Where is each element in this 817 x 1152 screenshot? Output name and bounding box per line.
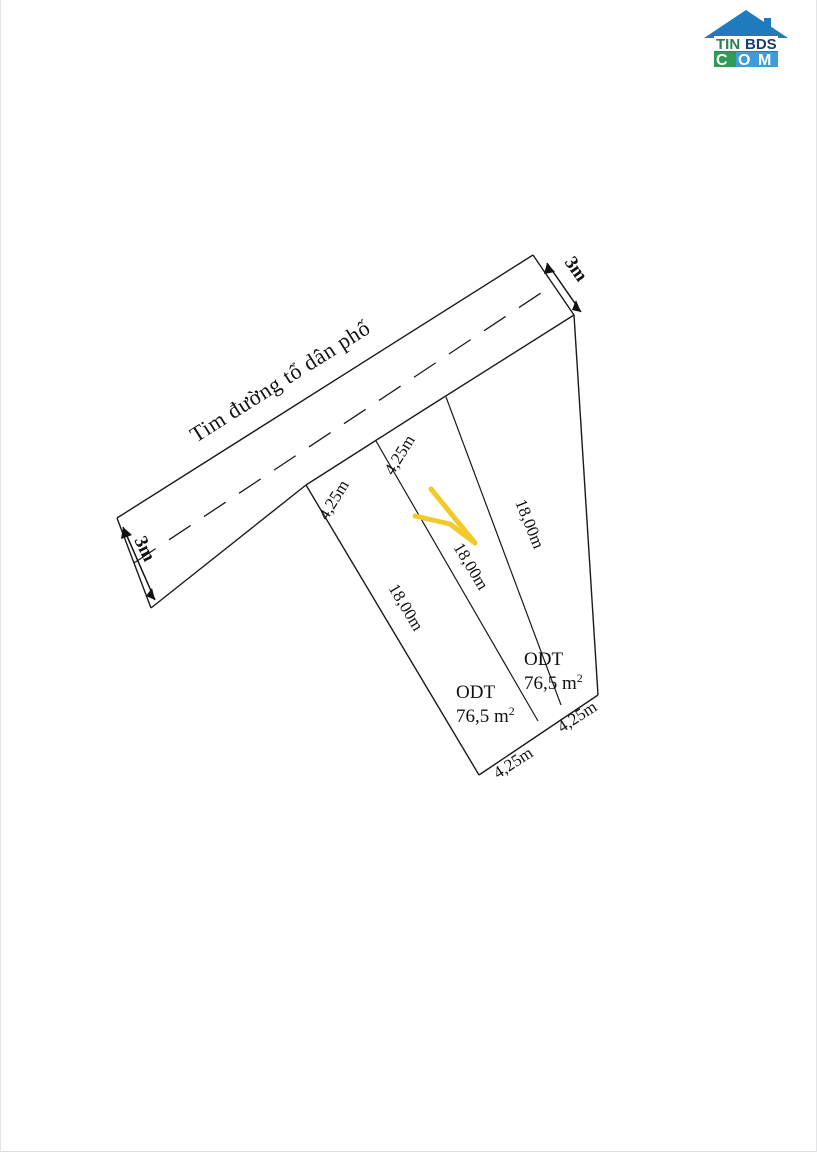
logo-text-bds: BDS (745, 36, 777, 53)
dimension-label-top-left: 4,25m (314, 477, 353, 524)
plot-block (305, 314, 599, 776)
logo-text-c: C (716, 52, 728, 69)
plot-left-area-sup: 2 (509, 704, 515, 718)
tinbds-com-logo[interactable]: TIN BDS C O M (700, 8, 792, 72)
plot-right-area-sup: 2 (577, 671, 583, 685)
middle-depth-text: 18,00m (450, 539, 493, 593)
plot-right-labels: ODT 76,5 m2 (524, 649, 583, 694)
dimension-label-middle-depth: 18,00m (450, 539, 493, 593)
plot-divider-2 (445, 396, 562, 706)
plot-left-labels: ODT 76,5 m2 (456, 682, 515, 727)
plot-right-land-type: ODT (524, 649, 563, 670)
logo-text-m: M (758, 52, 771, 69)
road-width-right-label: 3m (560, 253, 592, 286)
dimension-label-top-right: 4,25m (380, 432, 419, 479)
dimension-label-left-depth: 18,00m (385, 580, 428, 634)
plot-right-area-value: 76,5 m (524, 673, 577, 694)
road-width-left-dimension: 3m (121, 526, 160, 601)
dimension-label-bottom-left: 4,25m (490, 743, 536, 782)
logo-text-tin: TIN (716, 36, 740, 53)
top-left-width-text: 4,25m (314, 477, 353, 524)
yellow-highlight-marker (412, 486, 478, 546)
plot-left-area-value: 76,5 m (456, 706, 509, 727)
top-right-width-text: 4,25m (380, 432, 419, 479)
bottom-left-width-text: 4,25m (490, 743, 536, 782)
plot-left-area: 76,5 m2 (456, 704, 515, 727)
right-depth-text: 18,00m (511, 496, 548, 551)
dimension-label-right-depth: 18,00m (511, 496, 548, 551)
plot-left-land-type: ODT (456, 682, 495, 703)
road-width-left-label: 3m (130, 533, 160, 565)
road-label-text: Tim đường tổ dân phố (185, 315, 374, 447)
left-depth-text: 18,00m (385, 580, 428, 634)
plot-right-area: 76,5 m2 (524, 671, 583, 694)
logo-text-o: O (738, 52, 750, 69)
plot-divider-1 (375, 440, 539, 722)
road-label: Tim đường tổ dân phố (185, 315, 374, 447)
